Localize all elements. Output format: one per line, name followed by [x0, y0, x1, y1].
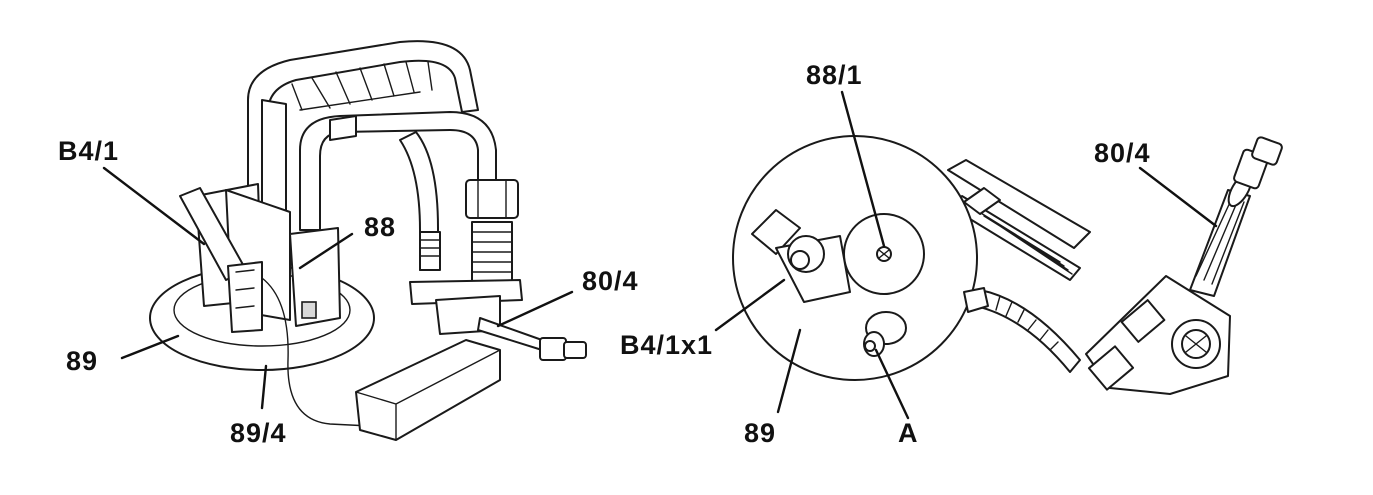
- label-b4-1x1: B4/1x1: [620, 330, 713, 360]
- right-sensor-plug: [751, 209, 851, 303]
- left-union-nut: [465, 179, 519, 219]
- leader-b4-1: [102, 166, 206, 246]
- label-b4-1: B4/1: [58, 136, 119, 166]
- left-cable: [477, 317, 543, 351]
- left-view-drawing: [149, 40, 587, 441]
- left-labels: B4/1 88 80/4 89 89/4: [58, 136, 639, 448]
- label-88-1: 88/1: [806, 60, 863, 90]
- left-handle-side: [261, 99, 287, 215]
- leader-88: [298, 232, 354, 270]
- leader-b4-1x1: [714, 278, 786, 332]
- label-89-right: 89: [744, 418, 776, 448]
- left-nut-facets: [477, 179, 507, 219]
- left-sensor-float: [227, 261, 263, 333]
- right-tube-upper: [963, 187, 1001, 215]
- left-pump-port: [301, 301, 317, 319]
- right-labels: 88/1 80/4 B4/1x1 89 A: [620, 60, 1151, 448]
- leader-89-right: [776, 328, 802, 414]
- leader-80-4-right: [1138, 166, 1218, 228]
- left-pipe-collar: [329, 115, 357, 141]
- left-sensor-wire: [261, 277, 371, 427]
- label-89-4: 89/4: [230, 418, 287, 448]
- label-80-4-right: 80/4: [1094, 138, 1151, 168]
- label-a: A: [898, 418, 919, 448]
- leader-89-left: [120, 334, 180, 360]
- label-89-left: 89: [66, 346, 98, 376]
- leader-88-1: [840, 90, 886, 248]
- left-cable-plug: [539, 337, 587, 361]
- left-spring: [471, 221, 513, 289]
- right-leaders: [714, 90, 1218, 420]
- leader-a: [874, 348, 910, 420]
- left-handle-ribs: [291, 61, 433, 111]
- left-lower-hose-rings: [419, 239, 441, 257]
- leader-89-4: [260, 364, 268, 410]
- left-lower-hose: [419, 231, 441, 271]
- label-88: 88: [364, 212, 396, 242]
- left-electronics-box: [355, 339, 501, 441]
- left-sensor-detail: [235, 269, 255, 309]
- right-point-a-stud: [863, 311, 907, 357]
- right-tube-lower: [963, 287, 989, 313]
- right-view-drawing: [732, 135, 1283, 395]
- left-leaders: [102, 166, 574, 410]
- leader-80-4-left: [496, 290, 574, 328]
- label-80-4-left: 80/4: [582, 266, 639, 296]
- right-connector-arm: [947, 136, 1283, 395]
